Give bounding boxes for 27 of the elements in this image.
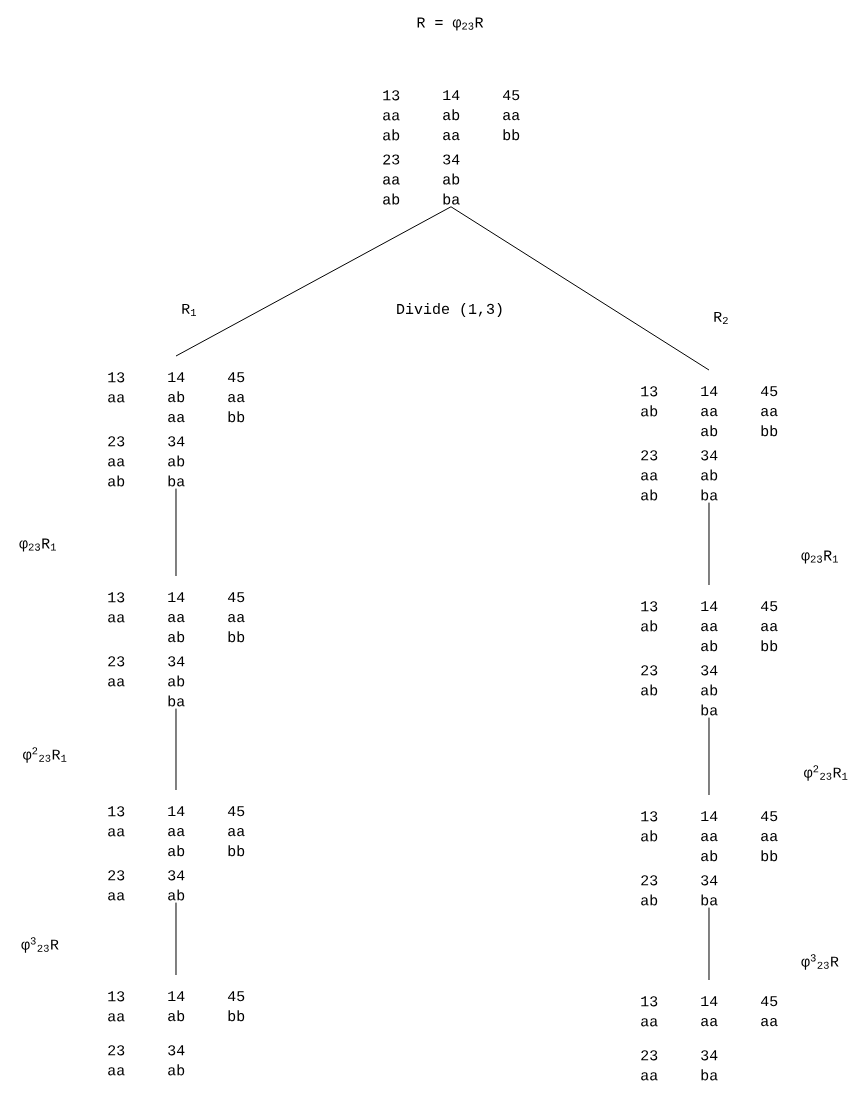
relation-table: 13 ab 14 aa ab 45 aa bb 23 ab 34 ab ba <box>641 601 778 716</box>
tree-line <box>708 502 710 586</box>
relation-table: 13 aa ab 14 ab aa 45 aa bb 23 aa ab 34 ab ba <box>383 90 520 205</box>
tree-line <box>175 708 177 791</box>
note-label: φ$^{2}$$_{23}$R$_{1}$ <box>804 765 848 781</box>
note-label: φ$^{2}$$_{23}$R$_{1}$ <box>23 747 67 763</box>
note-label: φ$_{23}$R$_{1}$ <box>19 538 56 552</box>
relation-table: 13 aa 14 aa ab 45 aa bb 23 aa 34 ab ba <box>108 592 245 707</box>
note-label: φ$^{3}$$_{23}$R <box>801 954 839 970</box>
title: R = φ$_{23}$R <box>417 17 484 31</box>
note-label: Divide (1,3) <box>397 303 502 317</box>
tree-line <box>175 206 452 357</box>
relation-table: 13 ab 14 aa ab 45 aa bb 23 aa ab 34 ab ba <box>641 386 778 501</box>
tree-line <box>708 717 710 796</box>
relation-table: 13 aa 14 aa ab 45 aa bb 23 aa 34 ab <box>108 806 245 901</box>
relation-table: 13 aa 14 ab 45 bb 23 aa 34 ab <box>108 991 245 1076</box>
tree-line <box>708 907 710 981</box>
relation-table: 13 aa 14 ab aa 45 aa bb 23 aa ab 34 ab ba <box>108 372 245 487</box>
tree-line <box>450 206 710 371</box>
note-label: φ$_{23}$R$_{1}$ <box>801 550 838 564</box>
note-label: φ$^{3}$$_{23}$R <box>21 937 59 953</box>
edge-label: R$_{1}$ <box>182 304 196 317</box>
edge-label: R$_{2}$ <box>714 312 728 325</box>
tree-line <box>175 902 177 976</box>
relation-table: 13 aa 14 aa 45 aa 23 aa 34 ba <box>641 996 778 1081</box>
tree-line <box>175 488 177 577</box>
relation-table: 13 ab 14 aa ab 45 aa bb 23 ab 34 ba <box>641 811 778 906</box>
